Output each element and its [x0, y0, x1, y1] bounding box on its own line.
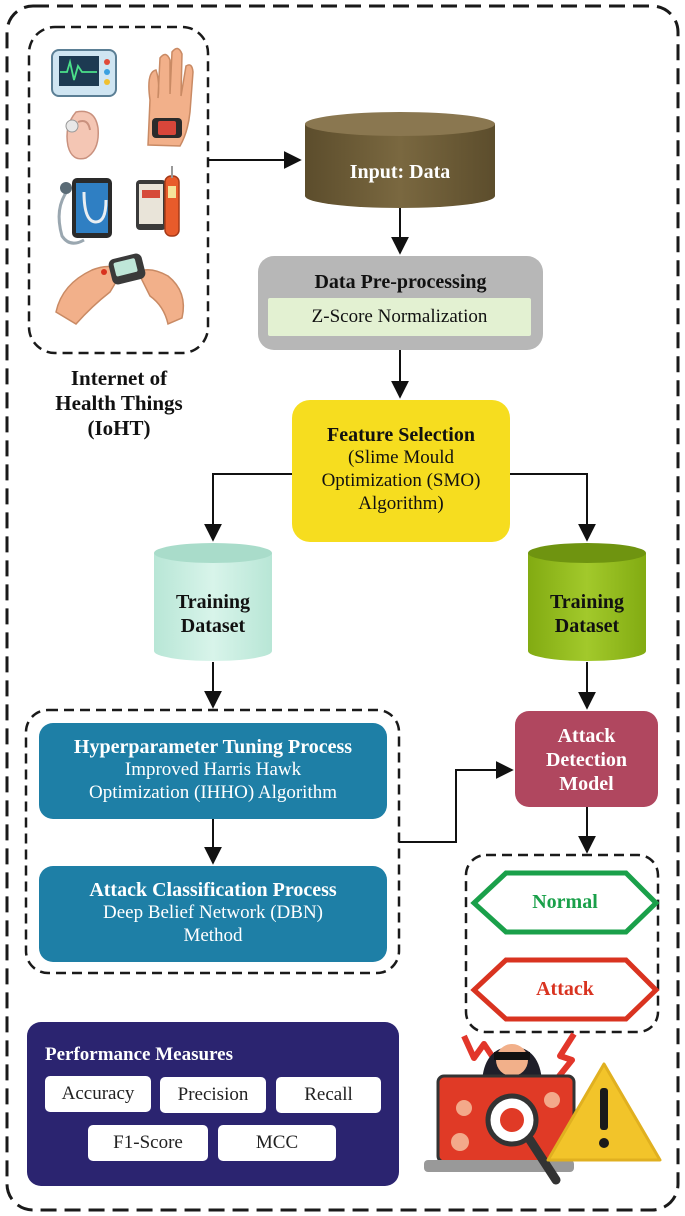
training-left-line1: Training	[175, 591, 251, 613]
normal-label: Normal	[532, 891, 598, 913]
glucose-meter-hands-icon	[55, 253, 185, 326]
ioht-caption: Internet of Health Things (IoHT)	[30, 366, 208, 442]
detection-line2: Detection	[545, 749, 628, 771]
ioht-caption-line2: Health Things	[55, 391, 183, 416]
training-right-label: Training Dataset	[528, 590, 646, 638]
detection-line3: Model	[559, 773, 614, 795]
ioht-caption-line1: Internet of	[70, 366, 168, 390]
arrow-feature-to-training-left	[204, 473, 292, 542]
training-right-line2: Dataset	[554, 615, 620, 637]
metric-mcc: MCC	[218, 1125, 336, 1161]
arrow-feature-to-training-right	[510, 473, 596, 542]
detection-text: Attack Detection Model	[515, 724, 658, 796]
training-dataset-left-cylinder	[154, 543, 272, 661]
feature-line1: (Slime Mould	[347, 447, 455, 468]
outer-border	[5, 4, 680, 1212]
metric-precision: Precision	[160, 1077, 266, 1113]
zscore-inner-box	[268, 298, 531, 336]
metric-accuracy: Accuracy	[45, 1076, 151, 1112]
tuning-line1: Improved Harris Hawk	[124, 759, 302, 780]
preprocess-method: Z-Score Normalization	[311, 306, 488, 327]
feature-selection-text: Feature Selection (Slime Mould Optimizat…	[292, 423, 510, 515]
classification-line1: Deep Belief Network (DBN)	[102, 902, 323, 923]
metric-f1-score: F1-Score	[88, 1125, 208, 1161]
input-label: Input: Data	[349, 161, 451, 183]
tuning-text: Hyperparameter Tuning Process Improved H…	[39, 735, 387, 805]
tuning-title: Hyperparameter Tuning Process	[73, 736, 353, 758]
classification-title: Attack Classification Process	[89, 879, 337, 901]
training-left-line2: Dataset	[180, 615, 246, 637]
ecg-monitor-icon	[51, 49, 117, 97]
arrow-process-to-detect	[399, 761, 514, 843]
thermometer-phone-icon	[136, 166, 180, 237]
ioht-caption-line3: (IoHT)	[87, 416, 151, 441]
classification-line2: Method	[183, 924, 243, 946]
ioht-device-box	[27, 25, 210, 355]
smartwatch-hand-icon	[147, 47, 194, 147]
normal-hexagon	[470, 870, 660, 935]
tuning-line2: Optimization (IHHO) Algorithm	[88, 781, 338, 803]
feature-title: Feature Selection	[327, 424, 475, 446]
feature-line3: Algorithm)	[358, 492, 444, 514]
training-dataset-right-cylinder	[528, 543, 646, 661]
performance-title: Performance Measures	[45, 1044, 233, 1065]
preprocess-title: Data Pre-processing	[314, 271, 487, 293]
tuning-box	[39, 723, 387, 819]
training-right-line1: Training	[549, 591, 625, 613]
hacker-alert-icon	[424, 1032, 662, 1185]
feature-selection-box	[292, 400, 510, 542]
input-data-cylinder	[305, 112, 495, 208]
attack-hexagon	[470, 957, 660, 1022]
training-left-label: Training Dataset	[154, 590, 272, 638]
classification-text: Attack Classification Process Deep Belie…	[39, 878, 387, 948]
attack-detection-box	[515, 711, 658, 807]
metric-recall: Recall	[276, 1077, 381, 1113]
detection-line1: Attack	[557, 725, 616, 747]
hearing-aid-icon	[65, 110, 99, 160]
classification-box	[39, 866, 387, 962]
feature-line2: Optimization (SMO)	[321, 469, 481, 491]
attack-label: Attack	[536, 978, 594, 1000]
stethoscope-tablet-icon	[57, 178, 112, 245]
